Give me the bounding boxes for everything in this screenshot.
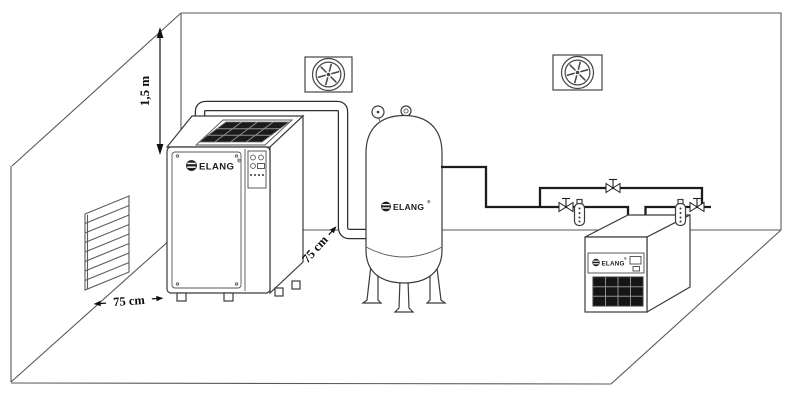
screw-icon [234,154,239,158]
shutoff-valve-icon [558,197,574,213]
tank-body [365,114,443,284]
dryer-display-icon [629,256,642,272]
compressor-foot [176,292,187,302]
dryer-brand-logo: ELANG ® [592,257,627,267]
air-compressor: ELANG ® [165,114,305,302]
left-wall-top-edge [11,12,182,167]
air-dryer: ELANG ® [584,214,691,314]
ventilation-fan-left-icon [304,56,353,93]
compressor-side-face [269,114,304,295]
air-filter-icon [573,198,586,227]
compressor-foot [274,287,284,297]
compressor-top-grille [194,119,294,146]
tank-clearance-dimension: 75 cm [299,226,337,266]
air-filter-icon [674,198,687,227]
left-clearance-label: 75 cm [113,293,146,309]
left-wall-floor-junction [10,229,182,383]
screw-icon [234,282,239,286]
dryer-brand-text: ELANG [602,260,625,267]
floor-right-edge [610,229,782,385]
compressor-brand-logo: ELANG ® [186,158,241,173]
registered-mark: ® [427,199,431,205]
shutoff-valve-icon [689,197,705,213]
compressor-foot [223,292,234,302]
registered-mark: ® [237,158,241,165]
screw-icon [175,154,180,158]
valves-and-filters [558,178,705,227]
back-wall-top-right-edge [181,12,782,230]
display-icon [257,163,265,169]
gauge-icon [250,154,256,161]
gauge-icon [258,154,264,161]
tank-outlet-pipe [441,165,630,222]
compressor-door-panel [171,151,242,289]
height-dimension-label: 1,5 m [137,76,152,107]
bypass-valve-icon [605,178,621,194]
air-receiver-tank: ELANG ® [361,105,447,313]
tank-brand-text: ELANG [393,202,424,212]
compressor-discharge-pipe [194,100,373,240]
louver-vent-icon [84,195,130,291]
tank-weld-seam [365,246,443,258]
tank-brand-logo: ELANG ® [381,199,431,212]
height-dimension: 1,5 m [137,27,164,155]
left-clearance-dimension: 75 cm [93,293,164,309]
bypass-pipe [538,186,704,207]
compressor-brand-text: ELANG [199,162,234,173]
indicator-icon [250,163,256,169]
compressor-front-face [166,146,271,294]
compressor-foot [291,280,301,290]
ventilation-fan-right-icon [552,54,603,91]
compressor-control-panel [244,149,267,291]
floor-front-edge [10,382,612,385]
screw-icon [175,282,180,286]
registered-mark: ® [624,257,627,261]
tank-clearance-label: 75 cm [299,232,331,265]
dryer-grille [592,276,644,307]
